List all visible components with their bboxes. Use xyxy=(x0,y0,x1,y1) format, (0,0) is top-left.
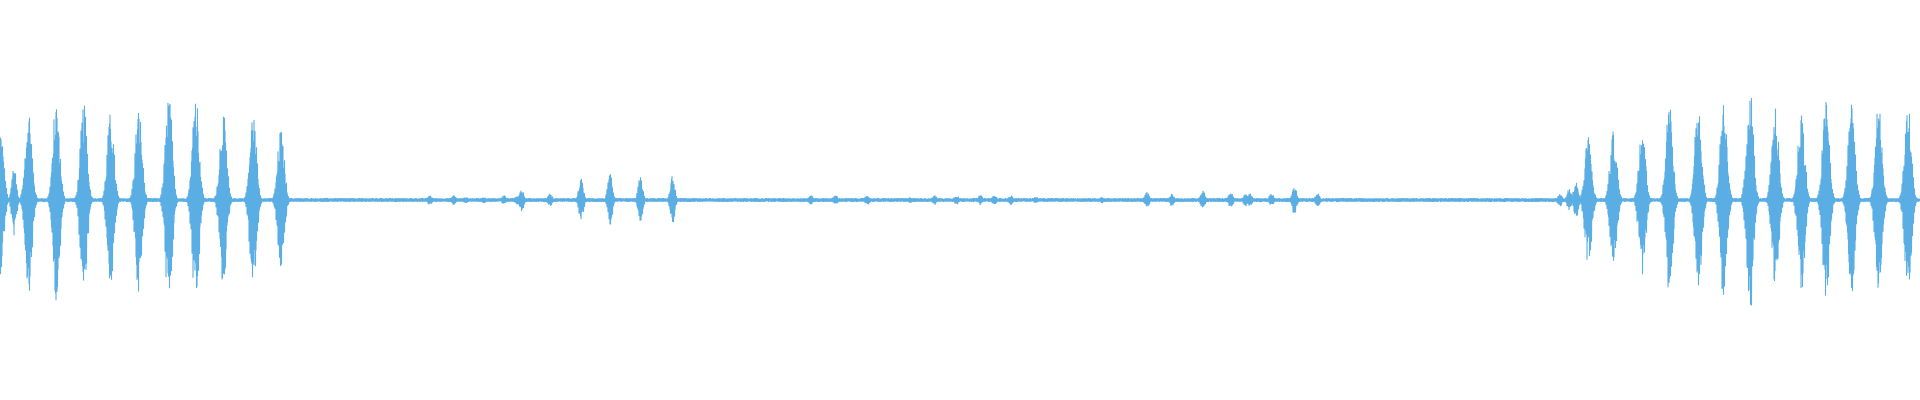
waveform-trace xyxy=(0,97,1920,306)
